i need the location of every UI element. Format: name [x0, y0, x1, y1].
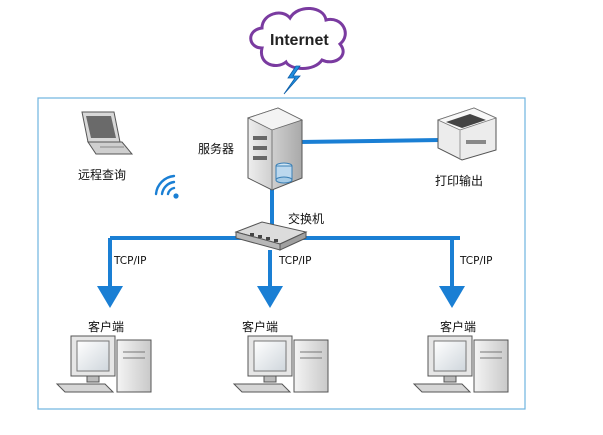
printer-icon: [436, 107, 498, 161]
arrow-mid: [257, 286, 283, 308]
printer-label: 打印输出: [435, 174, 484, 188]
client-computer-mid-icon: [232, 335, 329, 393]
link-left-label: TCP/IP: [114, 255, 147, 267]
client-mid-label: 客户端: [242, 320, 279, 334]
link-mid-label: TCP/IP: [279, 255, 312, 267]
server-label: 服务器: [198, 142, 235, 156]
switch-icon: [234, 221, 308, 251]
switch-label: 交换机: [288, 212, 325, 226]
arrow-left: [97, 286, 123, 308]
arrow-right: [439, 286, 465, 308]
lightning-icon: [283, 65, 301, 95]
server-icon: [246, 107, 304, 191]
client-computer-left-icon: [55, 335, 152, 393]
remote-query-label: 远程查询: [78, 168, 127, 182]
internet-cloud: [249, 7, 347, 70]
client-computer-right-icon: [412, 335, 509, 393]
link-right-label: TCP/IP: [460, 255, 493, 267]
network-boundary: [37, 97, 526, 410]
client-left-label: 客户端: [88, 320, 125, 334]
wifi-icon: [154, 174, 179, 199]
client-right-label: 客户端: [440, 320, 477, 334]
internet-label: Internet: [270, 32, 329, 49]
laptop-icon: [81, 111, 134, 155]
